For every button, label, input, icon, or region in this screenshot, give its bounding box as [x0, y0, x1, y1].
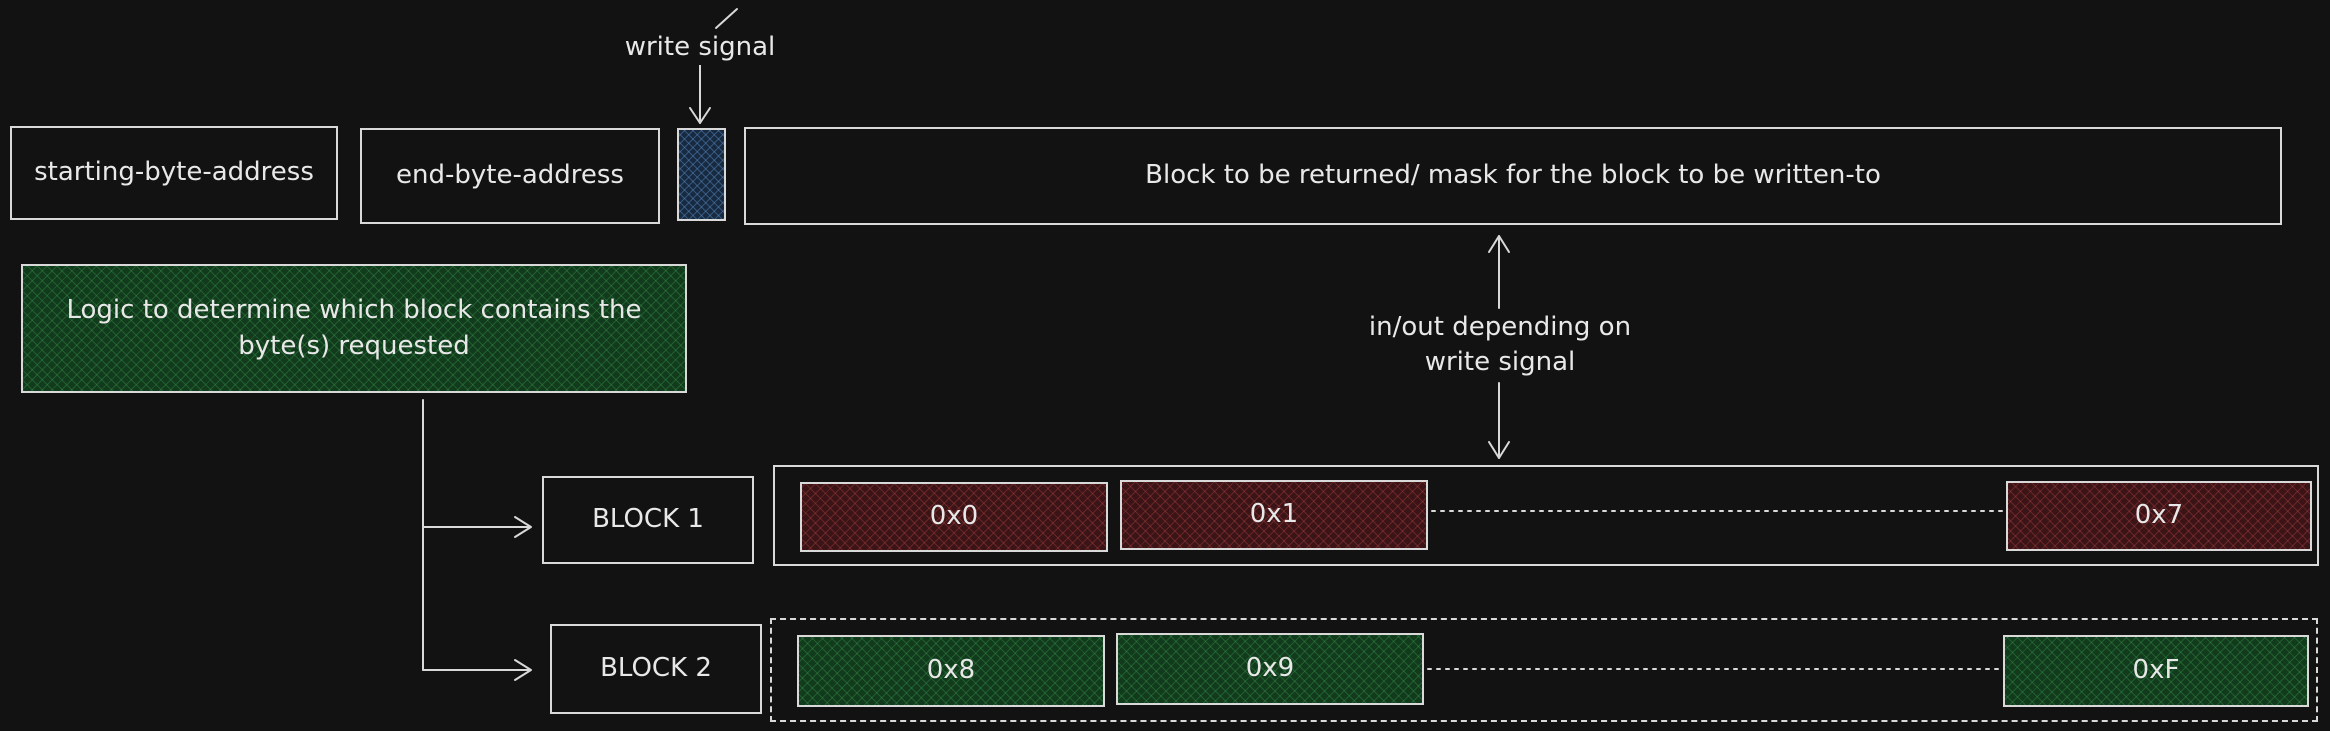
block1-container: [773, 465, 2319, 566]
logic-text: Logic to determine which block contains …: [66, 295, 642, 361]
in-out-arrowhead-down: [1488, 441, 1510, 459]
byte-label: 0xF: [2132, 655, 2180, 686]
in-out-text: in/out depending on write signal: [1368, 312, 1632, 378]
block2-container: [770, 618, 2318, 722]
block1-byte-0x7: 0x7: [2006, 481, 2312, 551]
block1-byte-0x0: 0x0: [800, 482, 1108, 552]
end-byte-address-text: end-byte-address: [396, 160, 624, 191]
block-returned-text: Block to be returned/ mask for the block…: [1145, 160, 1881, 191]
end-byte-address-box: end-byte-address: [360, 128, 660, 224]
byte-label: 0x7: [2134, 500, 2184, 531]
branch-block1-arrowhead: [514, 516, 532, 538]
block2-byte-0xF: 0xF: [2003, 635, 2309, 707]
block1-byte-0x1: 0x1: [1120, 480, 1428, 550]
block-returned-box: Block to be returned/ mask for the block…: [744, 127, 2282, 225]
block2-byte-0x8: 0x8: [797, 635, 1105, 707]
byte-label: 0x8: [926, 655, 976, 686]
write-signal-label: write signal: [612, 30, 788, 66]
starting-byte-address-box: starting-byte-address: [10, 126, 338, 220]
block2-label-text: BLOCK 2: [600, 653, 712, 684]
write-signal-tick: [715, 8, 738, 29]
starting-byte-address-text: starting-byte-address: [34, 157, 314, 188]
write-signal-arrowhead: [689, 107, 711, 124]
in-out-label: in/out depending on write signal: [1340, 310, 1660, 382]
logic-box: Logic to determine which block contains …: [21, 264, 687, 393]
block1-label-box: BLOCK 1: [542, 476, 754, 564]
in-out-arrowhead-up: [1488, 235, 1510, 253]
block1-label-text: BLOCK 1: [592, 504, 704, 535]
block2-byte-0x9: 0x9: [1116, 633, 1424, 705]
block2-label-box: BLOCK 2: [550, 624, 762, 714]
byte-label: 0x0: [929, 501, 979, 532]
write-signal-bit: [677, 128, 726, 221]
branch-block2-arrowhead: [514, 659, 532, 681]
byte-label: 0x1: [1249, 499, 1299, 530]
byte-label: 0x9: [1245, 653, 1295, 684]
